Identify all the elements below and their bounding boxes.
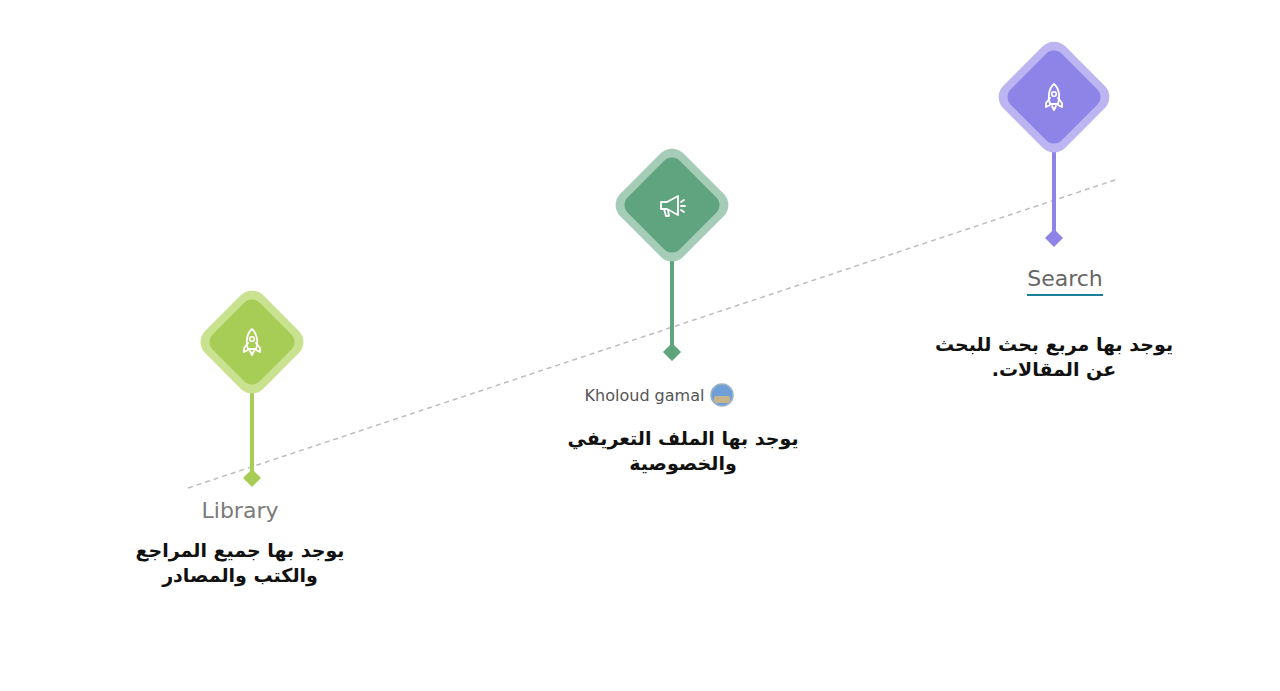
milestone-heading: Kholoud gamal xyxy=(585,386,705,405)
diamond-ring xyxy=(194,284,310,400)
milestone-description: يوجد بها الملف التعريفي والخصوصية xyxy=(558,426,808,476)
diamond-core xyxy=(1003,46,1105,148)
diamond-core xyxy=(205,295,299,389)
timeline-milestone: Search يوجد بها مربع بحث للبحث عن المقالا… xyxy=(904,31,1204,382)
timeline-milestone: Kholoud gamal يوجد بها الملف التعريفي وال… xyxy=(522,138,822,476)
milestone-diamond xyxy=(904,31,1204,250)
milestone-marker xyxy=(243,469,261,487)
milestone-description: يوجد بها جميع المراجع والكتب والمصادر xyxy=(115,538,365,588)
diamond-core xyxy=(620,153,724,257)
milestone-heading: Library xyxy=(202,498,279,523)
diamond-ring xyxy=(609,142,735,268)
diamond-ring xyxy=(992,35,1116,159)
milestone-marker xyxy=(663,343,681,361)
milestone-description: يوجد بها مربع بحث للبحث عن المقالات. xyxy=(929,332,1179,382)
milestone-diamond xyxy=(522,138,822,364)
milestone-marker xyxy=(1045,229,1063,247)
avatar-image xyxy=(709,382,735,408)
milestone-heading-row: Library xyxy=(90,495,390,525)
rocket-icon xyxy=(244,329,260,355)
rocket-icon xyxy=(1046,84,1062,110)
milestone-heading-row: Search xyxy=(915,266,1215,296)
milestone-heading: Search xyxy=(1027,266,1103,296)
milestone-heading-row: Kholoud gamal xyxy=(510,380,810,410)
milestone-diamond xyxy=(102,280,402,490)
timeline-milestone: Library يوجد بها جميع المراجع والكتب والم… xyxy=(102,280,402,588)
megaphone-icon xyxy=(661,196,685,216)
